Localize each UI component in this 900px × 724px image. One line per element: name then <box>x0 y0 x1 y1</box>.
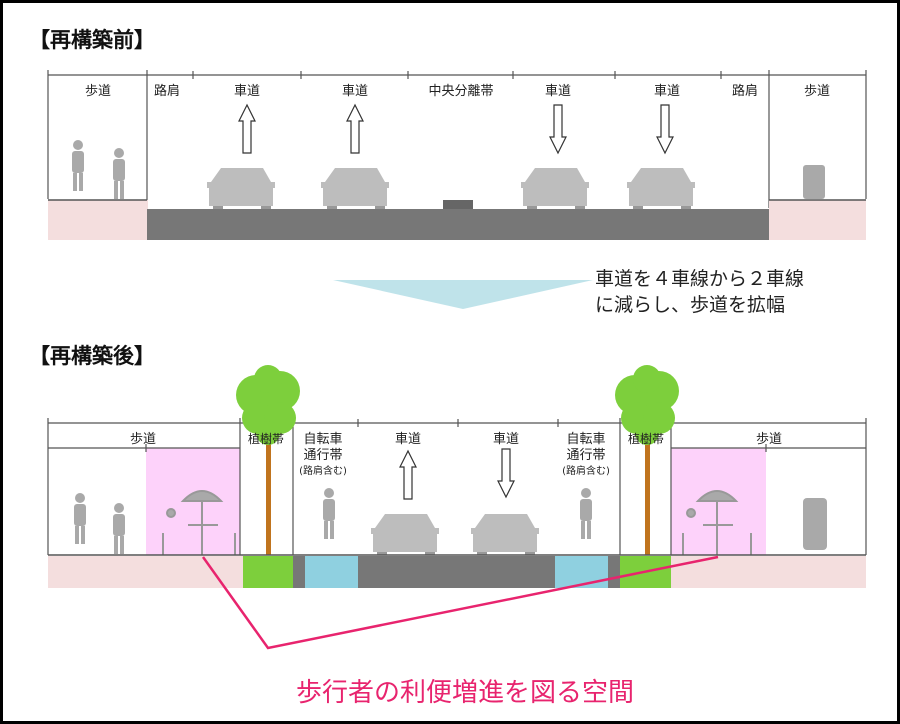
sidewalk-left <box>48 200 148 240</box>
transition-arrow-icon <box>333 280 593 309</box>
roadway <box>147 209 769 240</box>
car-icon <box>521 168 589 209</box>
planting-strip-left <box>243 556 293 588</box>
label-sidewalk: 歩道 <box>85 84 111 99</box>
tree-icon <box>236 365 300 555</box>
label-lane: 車道 <box>545 84 571 99</box>
arrow-up-icon <box>399 450 417 500</box>
car-icon <box>371 514 439 555</box>
label-lane: 車道 <box>395 432 421 447</box>
car-icon <box>471 514 539 555</box>
transition-note-line1: 車道を４車線から２車線 <box>595 268 804 290</box>
sidewalk-right <box>769 200 866 240</box>
label-shoulder: 路肩 <box>732 83 758 99</box>
label-planting-strip: 植樹帯 <box>628 431 664 446</box>
label-bike-lane: 通行帯 <box>566 448 605 463</box>
gutter <box>293 556 305 588</box>
bike-lane-left <box>305 556 358 588</box>
sidewalk-right <box>671 556 866 588</box>
label-median: 中央分離帯 <box>428 84 493 99</box>
caption: 歩行者の利便増進を図る空間 <box>296 678 634 708</box>
wheelchair-user-icon <box>803 165 825 199</box>
label-bike-lane: 通行帯 <box>303 448 342 463</box>
label-sidewalk: 歩道 <box>756 432 782 447</box>
label-bike-lane-note: (路肩含む) <box>299 464 347 477</box>
label-planting-strip: 植樹帯 <box>248 431 284 446</box>
label-lane: 車道 <box>342 84 368 99</box>
roadway <box>358 556 555 588</box>
cyclist-icon <box>323 488 335 539</box>
gutter <box>608 556 620 588</box>
arrow-down-icon <box>549 104 567 154</box>
before-title: 【再構築前】 <box>29 28 155 52</box>
label-lane: 車道 <box>234 84 260 99</box>
diagram-canvas: 【再構築前】 歩道 路肩 車道 車道 中央分離帯 車道 車道 路肩 歩道 <box>29 28 867 708</box>
label-bike-lane: 自転車 <box>303 432 342 447</box>
label-shoulder: 路肩 <box>154 83 180 99</box>
callout-line <box>201 555 719 650</box>
sidewalk-left <box>48 556 243 588</box>
pedestrian-icons <box>74 488 827 554</box>
median <box>443 200 473 209</box>
dimension-ticks <box>47 418 867 555</box>
label-lane: 車道 <box>493 432 519 447</box>
dimension-ticks <box>47 70 867 208</box>
tree-icon <box>615 365 679 555</box>
wheelchair-user-icon <box>803 498 827 550</box>
label-lane: 車道 <box>654 84 680 99</box>
cafe-table-icon <box>162 490 752 555</box>
label-sidewalk: 歩道 <box>130 432 156 447</box>
arrow-up-icon <box>346 104 364 154</box>
cyclist-icon <box>580 488 592 539</box>
car-icon <box>321 168 389 209</box>
pedestrian-icons <box>72 140 825 199</box>
label-bike-lane-note: (路肩含む) <box>562 464 610 477</box>
label-bike-lane: 自転車 <box>566 432 605 447</box>
bike-lane-right <box>555 556 608 588</box>
car-icon <box>627 168 695 209</box>
before-section: 【再構築前】 歩道 路肩 車道 車道 中央分離帯 車道 車道 路肩 歩道 <box>29 28 867 240</box>
arrow-down-icon <box>497 448 515 498</box>
after-section: 【再構築後】 歩道 植樹帯 自転車 通行帯 <box>29 344 867 708</box>
after-title: 【再構築後】 <box>29 344 155 368</box>
arrow-down-icon <box>656 104 674 154</box>
car-icon <box>207 168 275 209</box>
label-sidewalk: 歩道 <box>804 84 830 99</box>
transition-note-line2: に減らし、歩道を拡幅 <box>595 294 785 316</box>
arrow-up-icon <box>238 104 256 154</box>
